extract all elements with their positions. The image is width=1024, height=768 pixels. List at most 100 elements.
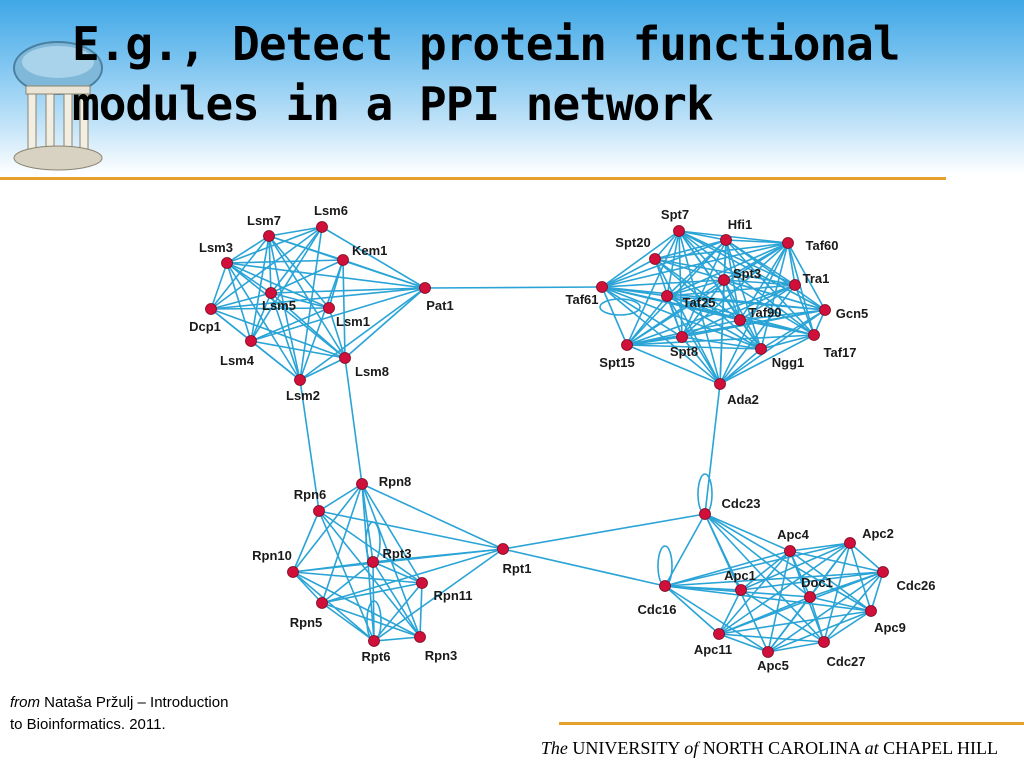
- node-label-cdc23: Cdc23: [721, 496, 760, 511]
- edge-apc11-cdc27: [718, 633, 825, 643]
- self-loop-rpt3: [365, 521, 381, 563]
- edge-taf60-gcn5: [787, 242, 826, 311]
- edge-cdc16-apc5: [664, 585, 769, 653]
- node-rpn3: [414, 631, 426, 643]
- bridge-edge-rpt1-cdc23: [502, 513, 706, 550]
- edge-tra1-taf90: [739, 284, 796, 321]
- edge-cdc26-apc9: [870, 571, 884, 612]
- node-label-apc1: Apc1: [724, 568, 756, 583]
- node-lsm3: [221, 257, 233, 269]
- edge-taf60-ada2: [719, 242, 789, 385]
- edge-lsm6-pat1: [321, 226, 426, 289]
- edge-pat1-lsm2: [299, 287, 426, 381]
- node-lsm5: [265, 287, 277, 299]
- edge-rpn11-rpn5: [321, 582, 423, 604]
- edge-hfi1-taf61: [601, 239, 727, 288]
- edge-rpn8-rpn10: [292, 483, 363, 573]
- node-label-lsm8: Lsm8: [355, 364, 389, 379]
- citation-rest: – Introduction: [133, 694, 229, 711]
- edge-lsm6-lsm7: [268, 226, 323, 237]
- footer-chapel-hill: CHAPEL HILL: [878, 738, 998, 758]
- edge-apc9-apc11: [718, 610, 872, 635]
- edge-cdc26-cdc27: [823, 571, 884, 643]
- self-loop-cdc16: [657, 545, 673, 587]
- network-nodes: [205, 221, 889, 658]
- edge-lsm5-dcp1: [210, 292, 272, 310]
- node-apc1: [735, 584, 747, 596]
- node-label-rpn6: Rpn6: [294, 487, 327, 502]
- node-taf60: [782, 237, 794, 249]
- edge-spt7-taf60: [678, 230, 789, 244]
- citation-line-2: to Bioinformatics. 2011.: [10, 716, 166, 733]
- edge-ngg1-ada2: [719, 348, 762, 385]
- edge-doc1-apc9: [809, 596, 872, 612]
- node-kem1: [337, 254, 349, 266]
- edge-apc4-apc5: [767, 550, 791, 653]
- edge-cdc16-apc9: [664, 585, 872, 612]
- node-label-apc4: Apc4: [777, 527, 810, 542]
- edge-spt3-spt15: [626, 279, 725, 346]
- edge-lsm3-lsm8: [226, 262, 346, 359]
- self-loop-taf61: [599, 298, 641, 316]
- edge-spt8-ada2: [681, 336, 721, 385]
- bridge-edge-ada2-cdc23: [704, 383, 721, 515]
- node-label-rpt1: Rpt1: [503, 561, 532, 576]
- node-apc11: [713, 628, 725, 640]
- edge-lsm7-lsm5: [268, 235, 272, 294]
- node-label-cdc27: Cdc27: [826, 654, 865, 669]
- bridge-edge-rpt1-cdc16: [502, 548, 666, 587]
- edge-spt3-taf25: [666, 279, 725, 297]
- node-ada2: [714, 378, 726, 390]
- edge-taf60-ngg1: [760, 242, 789, 350]
- edge-spt20-taf61: [601, 258, 656, 288]
- edge-spt15-ngg1: [626, 344, 762, 350]
- edge-lsm7-lsm4: [250, 235, 270, 342]
- slide-title: E.g., Detect protein functional modules …: [72, 14, 972, 134]
- node-spt3: [718, 274, 730, 286]
- node-label-doc1: Doc1: [801, 575, 833, 590]
- edge-spt20-taf60: [654, 242, 789, 260]
- edge-rpt1-rpn5: [321, 548, 504, 604]
- footer-of: of: [684, 738, 699, 758]
- footer-at: at: [864, 738, 879, 758]
- node-lsm6: [316, 221, 328, 233]
- edge-rpn5-rpt6: [321, 602, 375, 642]
- edge-cdc16-apc11: [664, 585, 720, 635]
- edge-cdc23-apc4: [704, 513, 791, 552]
- edge-spt15-ada2: [626, 344, 721, 385]
- edge-rpn5-rpn3: [321, 602, 421, 638]
- node-rpt1: [497, 543, 509, 555]
- node-label-spt8: Spt8: [670, 344, 698, 359]
- node-lsm1: [323, 302, 335, 314]
- node-lsm7: [263, 230, 275, 242]
- edge-rpn6-rpt1: [318, 510, 504, 550]
- node-label-ada2: Ada2: [727, 392, 759, 407]
- node-label-rpt3: Rpt3: [383, 546, 412, 561]
- edge-hfi1-ngg1: [725, 239, 762, 350]
- edge-lsm4-lsm8: [250, 340, 346, 359]
- edge-apc4-apc1: [740, 550, 791, 591]
- node-apc9: [865, 605, 877, 617]
- edge-lsm3-lsm1: [226, 262, 330, 309]
- edge-rpn8-rpn6: [318, 483, 363, 512]
- node-label-kem1: Kem1: [352, 243, 387, 258]
- old-well-logo-icon: [13, 41, 103, 171]
- node-label-tra1: Tra1: [803, 271, 830, 286]
- edge-apc2-apc11: [718, 542, 851, 635]
- edge-cdc26-cdc16: [664, 571, 884, 587]
- node-label-taf90: Taf90: [749, 305, 782, 320]
- node-label-taf17: Taf17: [824, 345, 857, 360]
- edge-rpn8-rpn11: [361, 483, 423, 584]
- edge-hfi1-gcn5: [725, 239, 826, 311]
- edge-tra1-taf17: [794, 284, 815, 336]
- edge-lsm6-lsm4: [250, 226, 323, 342]
- edge-spt20-tra1: [654, 258, 796, 286]
- edge-rpn10-rpn11: [292, 571, 423, 584]
- node-spt20: [649, 253, 661, 265]
- node-label-taf25: Taf25: [683, 295, 716, 310]
- node-cdc23: [699, 508, 711, 520]
- node-rpt6: [368, 635, 380, 647]
- title-line-1: E.g., Detect protein functional: [72, 17, 901, 71]
- edge-taf60-spt15: [626, 242, 789, 346]
